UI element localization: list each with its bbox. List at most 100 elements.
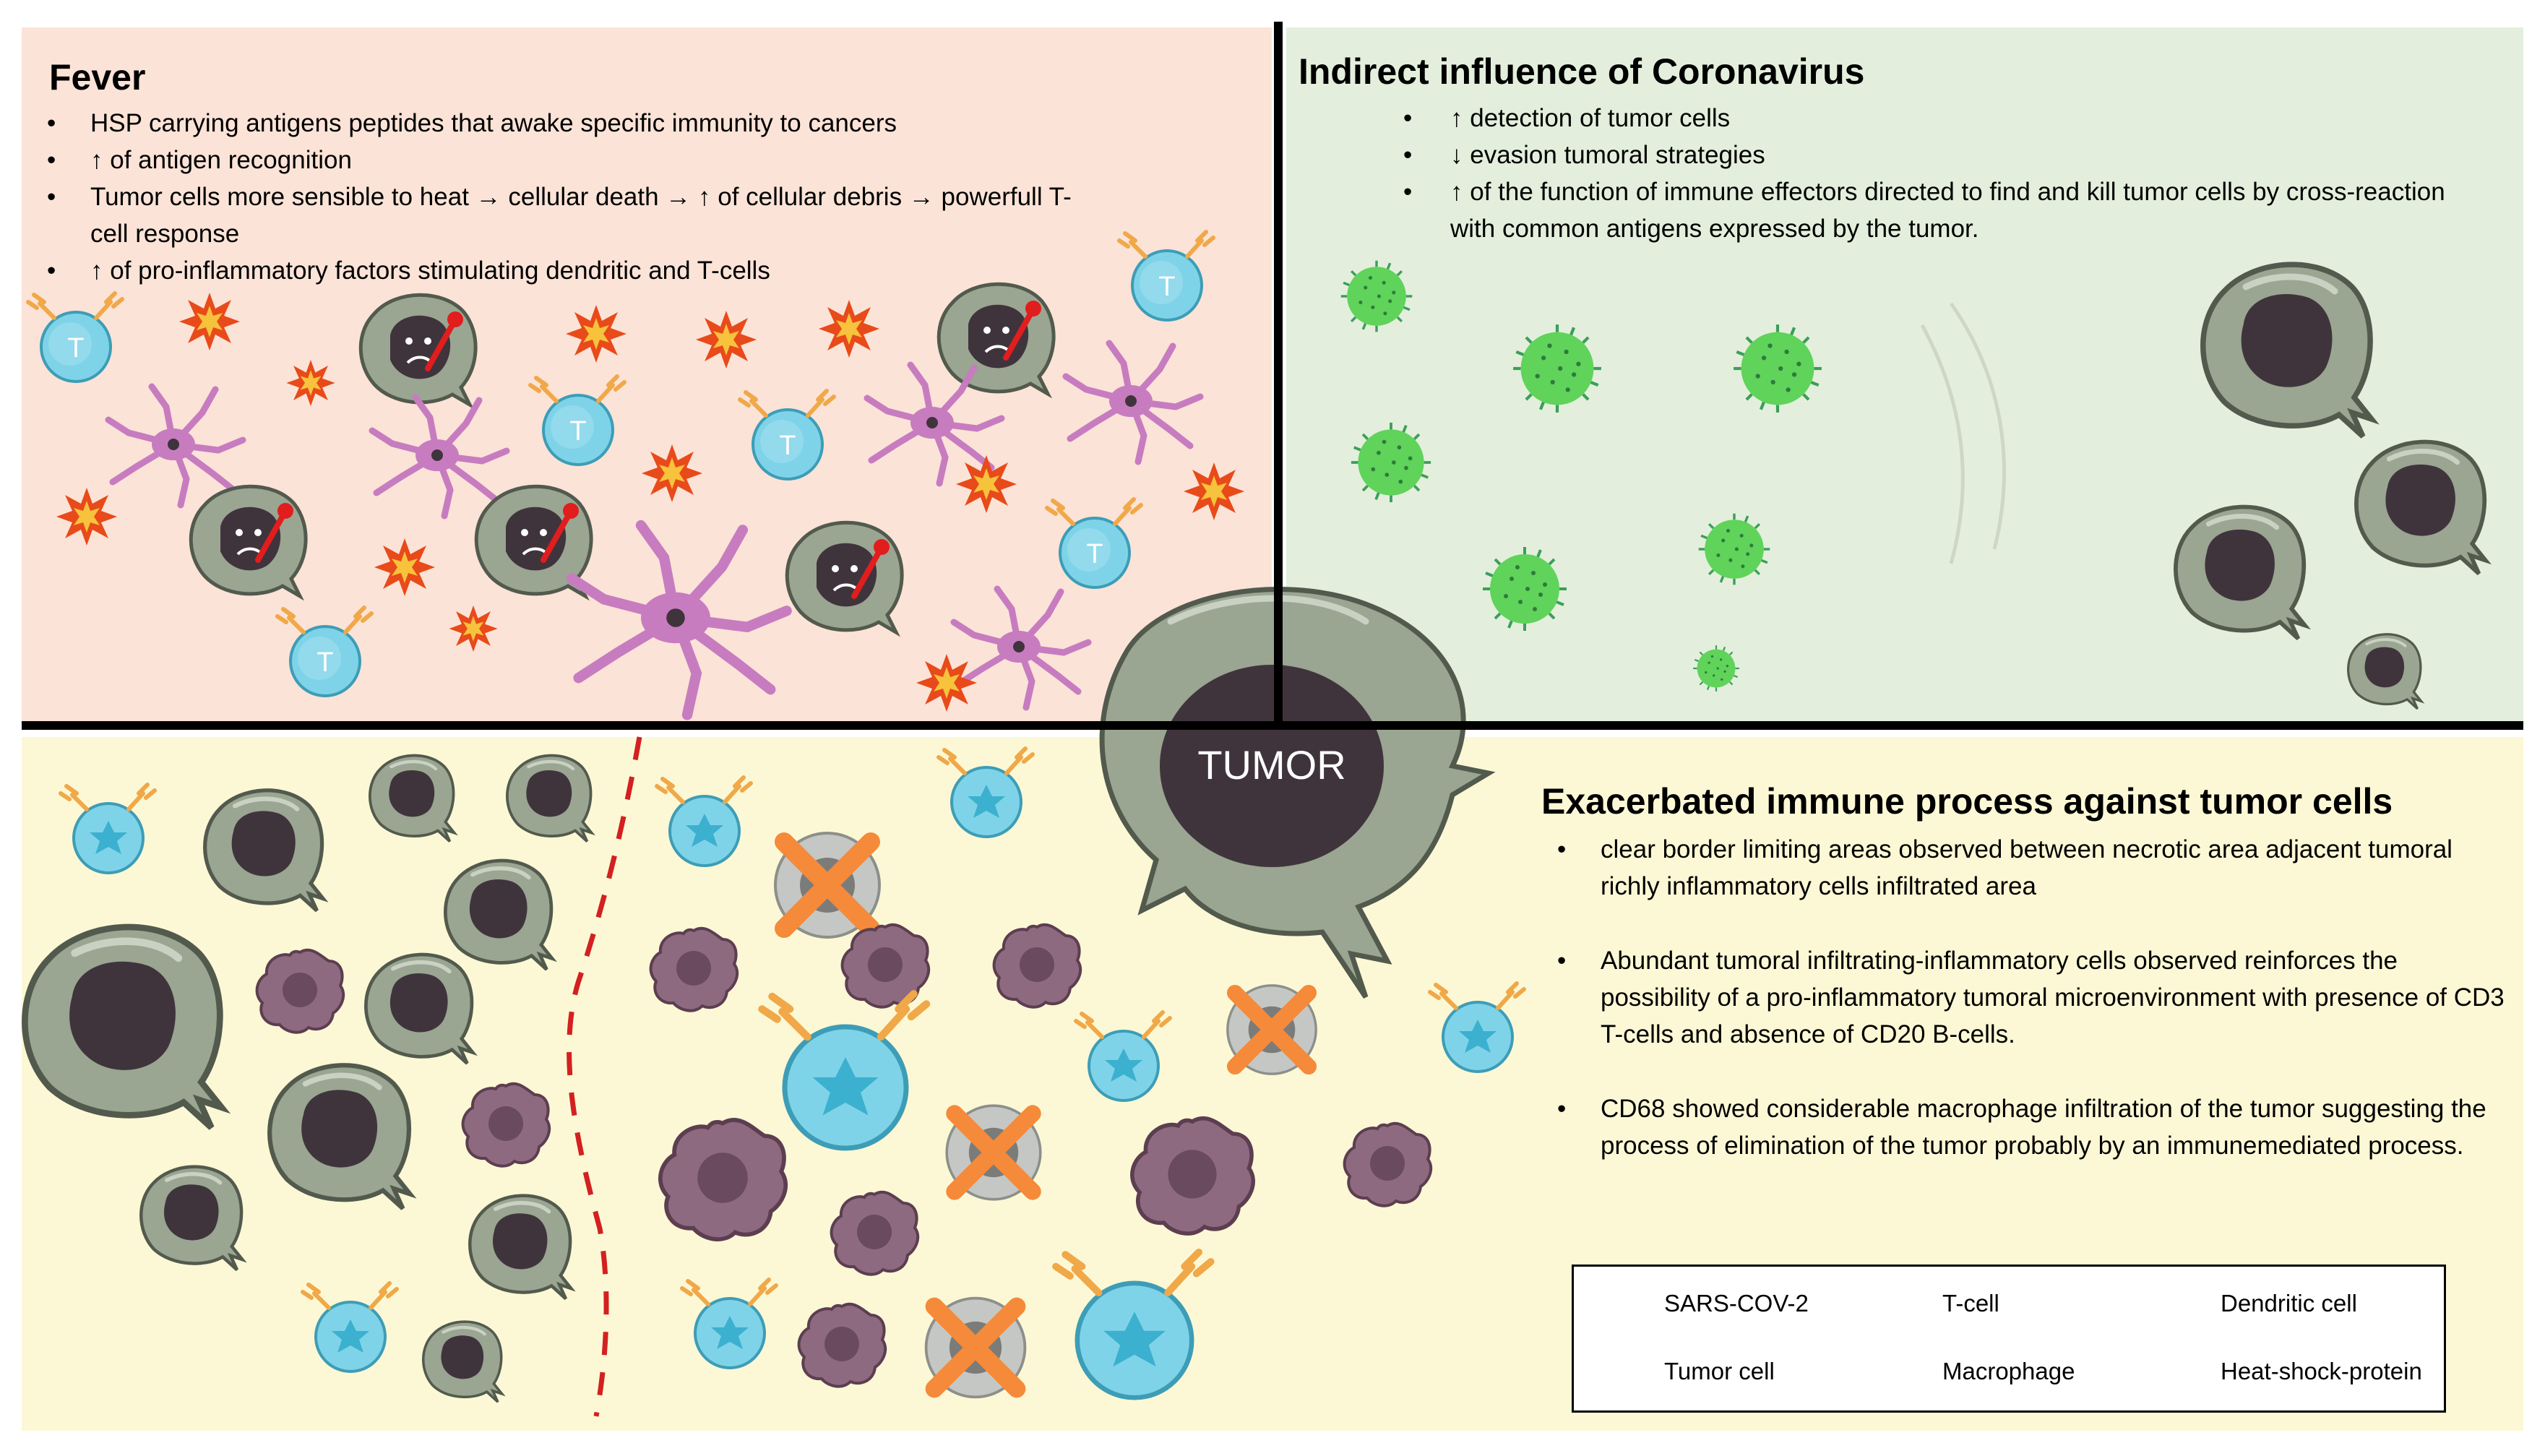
sars-cov-2-virus [1734, 324, 1822, 413]
immune-bullet: Abundant tumoral infiltrating-inflammato… [1539, 942, 2507, 1053]
dead-tumor-cell [926, 1298, 1025, 1397]
t-cell [61, 785, 155, 873]
heat-shock-protein [374, 538, 435, 596]
macrophage [992, 923, 1082, 1009]
macrophage [649, 926, 739, 1012]
t-cell [1430, 983, 1524, 1072]
dead-tumor-cell [1228, 986, 1316, 1074]
t-cell [277, 608, 371, 696]
t-cell [682, 1280, 776, 1368]
dendritic-cell [954, 589, 1088, 707]
tumor-cell [2176, 507, 2305, 639]
heat-shock-protein [56, 488, 117, 546]
t-cell [1076, 1012, 1170, 1100]
corona-bullet: ↑ detection of tumor cells [1374, 100, 2458, 137]
heat-shock-protein [819, 300, 879, 358]
dendritic-cell [572, 525, 787, 715]
horizontal-divider [22, 721, 2523, 730]
heat-shock-protein [179, 293, 240, 350]
dendritic-cell [372, 397, 507, 516]
t-cell [1047, 499, 1141, 587]
tumor-cell [2203, 264, 2372, 436]
t-cell [939, 749, 1033, 837]
tumor-cell [445, 861, 552, 970]
immune-title: Exacerbated immune process against tumor… [1541, 781, 2393, 822]
dead-tumor-cell [947, 1106, 1041, 1199]
heat-shock-protein [642, 444, 702, 502]
macrophage [255, 948, 345, 1034]
t-cell [740, 391, 834, 479]
legend-item-hsp: Heat-shock-protein [2221, 1358, 2422, 1384]
tumor-cell [370, 756, 455, 842]
legend-item-macrophage: Macrophage [1942, 1358, 2075, 1384]
fever-bullet: ↑ of antigen recognition [22, 142, 1243, 178]
heat-shock-protein [566, 305, 626, 363]
tumor-cell [270, 1065, 410, 1208]
macrophage [1132, 1119, 1253, 1233]
tumor-cell [2346, 632, 2423, 710]
fever-bullet: ↑ of pro-inflammatory factors stimulatin… [22, 252, 1243, 289]
legend-item-sars: SARS-COV-2 [1664, 1290, 1809, 1317]
tumor-label: TUMOR [1197, 742, 1345, 788]
macrophage [830, 1190, 920, 1276]
t-cell [1056, 1252, 1211, 1397]
immune-bullets: clear border limiting areas observed bet… [1539, 831, 2507, 1202]
heat-shock-protein [449, 606, 498, 652]
tumor-cell [470, 1196, 571, 1299]
tumor-cell [366, 955, 473, 1064]
immune-bullet: CD68 showed considerable macrophage infi… [1539, 1090, 2507, 1164]
central-tumor: TUMOR [1099, 587, 1496, 999]
tumor-cell [2356, 442, 2486, 574]
tumor-cell [423, 1322, 502, 1402]
sars-cov-2-virus [1350, 421, 1432, 504]
necrotic-border-line [567, 736, 642, 1417]
tumor-cell [205, 791, 323, 911]
dendritic-cell [1066, 343, 1200, 462]
sars-cov-2-virus [1697, 512, 1772, 587]
macrophage [660, 1120, 785, 1239]
heat-shock-protein [696, 311, 757, 369]
macrophage [1343, 1121, 1433, 1207]
dead-tumor-cell [775, 833, 879, 937]
heat-shock-protein [916, 654, 977, 712]
fever-cells [28, 232, 1244, 715]
corona-bullets: ↑ detection of tumor cells ↓ evasion tum… [1374, 100, 2458, 247]
macrophage [461, 1082, 551, 1168]
corona-bullet: ↓ evasion tumoral strategies [1374, 137, 2458, 173]
t-cell [530, 376, 624, 465]
corona-bullet: ↑ of the function of immune effectors di… [1374, 173, 2458, 247]
t-cell [28, 293, 122, 382]
dendritic-cell [108, 387, 243, 505]
motion-lines [1920, 302, 2006, 564]
tumor-cell-fever [939, 284, 1054, 394]
tumor-cell-fever [361, 295, 475, 405]
immune-bullet: clear border limiting areas observed bet… [1539, 831, 2507, 905]
fever-bullet: HSP carrying antigens peptides that awak… [22, 105, 1243, 142]
legend-item-tcell: T-cell [1942, 1290, 1999, 1317]
macrophage [797, 1302, 887, 1388]
vertical-divider [1274, 22, 1283, 726]
heat-shock-protein [956, 455, 1017, 513]
fever-bullet: Tumor cells more sensible to heat → cell… [22, 178, 1088, 252]
fever-title: Fever [49, 57, 146, 98]
t-cell [762, 994, 927, 1149]
heat-shock-protein [286, 360, 335, 406]
tumor-cell [507, 756, 592, 842]
legend-item-dendritic: Dendritic cell [2221, 1290, 2357, 1317]
heat-shock-protein [1184, 462, 1244, 520]
corona-cells [1340, 259, 2486, 710]
tumor-cell [141, 1167, 242, 1270]
t-cell [657, 777, 751, 866]
tumor-cell [25, 927, 221, 1128]
sars-cov-2-virus [1340, 259, 1414, 334]
sars-cov-2-virus [1513, 324, 1601, 413]
immune-cells [25, 736, 1524, 1417]
fever-bullets: HSP carrying antigens peptides that awak… [22, 105, 1243, 289]
t-cell [303, 1283, 397, 1371]
sars-cov-2-virus [1692, 645, 1741, 693]
legend: SARS-COV-2 T-cell Dendritic cell Tumor c… [1572, 1265, 2446, 1413]
corona-title: Indirect influence of Coronavirus [1299, 51, 1865, 92]
legend-item-tumor: Tumor cell [1664, 1358, 1775, 1384]
tumor-cell-fever [191, 486, 306, 596]
